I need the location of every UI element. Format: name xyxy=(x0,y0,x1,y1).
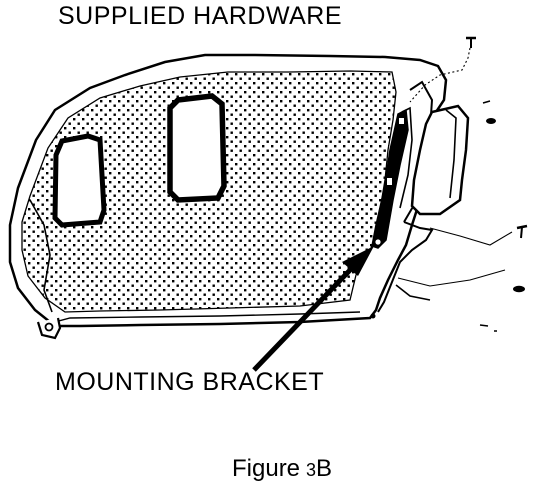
screw-hole-lower xyxy=(370,313,376,319)
hardware-leader-2 xyxy=(429,227,513,246)
caption-prefix: Figure xyxy=(232,455,301,482)
supplied-hardware-label: SUPPLIED HARDWARE xyxy=(58,2,343,30)
side-block-base xyxy=(377,221,434,313)
left-seam xyxy=(29,199,53,313)
right-channel-inner xyxy=(399,106,413,209)
bracket-arrow-shaft xyxy=(252,266,354,372)
washer-icon xyxy=(482,100,496,124)
screw-icon xyxy=(466,36,476,48)
bracket-slot-2 xyxy=(387,178,392,185)
bracket-hole xyxy=(375,239,381,245)
hardware-leader-3 xyxy=(397,269,506,287)
mounting-bracket-label: MOUNTING BRACKET xyxy=(55,368,325,396)
left-opening xyxy=(52,133,107,228)
hinge-hole xyxy=(44,322,54,332)
hardware-mark xyxy=(479,324,489,327)
bracket-arrow-head xyxy=(342,246,374,276)
side-block-face xyxy=(445,109,457,199)
caption-suffix: B xyxy=(316,455,333,482)
lower-right-curve xyxy=(395,284,431,301)
right-opening xyxy=(167,93,227,203)
hardware-leader-1 xyxy=(409,47,471,103)
screw-icon xyxy=(516,224,528,239)
bracket-slot-1 xyxy=(399,118,404,124)
side-block xyxy=(410,104,470,216)
caption-number: 3 xyxy=(306,460,317,480)
nut-icon xyxy=(513,285,525,293)
hinge-tab xyxy=(36,317,62,340)
